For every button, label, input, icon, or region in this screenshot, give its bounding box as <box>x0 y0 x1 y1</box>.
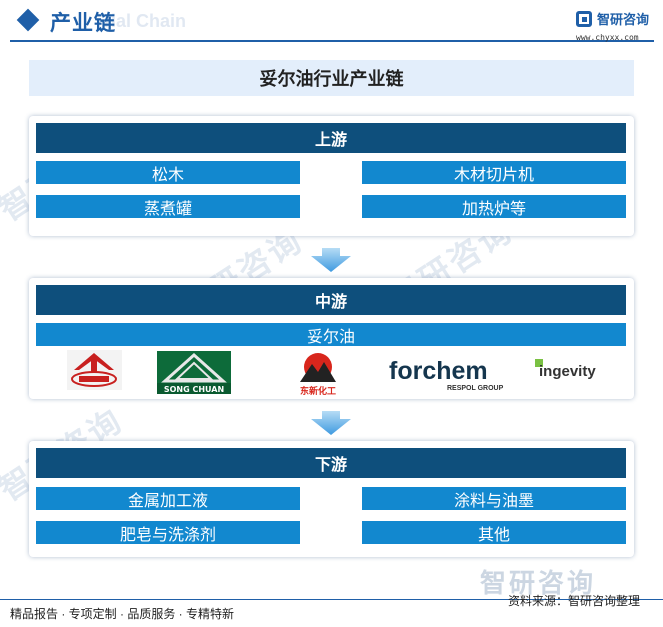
red-sun-mountain-logo: 东新化工 <box>300 353 336 396</box>
midstream-panel: 中游 妥尔油 SONG CHUAN 东新化工 forchem RESPOL GR… <box>29 278 634 399</box>
diagram-title: 妥尔油行业产业链 <box>29 60 634 96</box>
diamond-icon <box>16 8 40 32</box>
downstream-item: 涂料与油墨 <box>362 487 626 510</box>
brand-name: 智研咨询 <box>597 12 650 27</box>
upstream-item: 松木 <box>36 161 300 184</box>
source-note: 资料来源：智研咨询整理 <box>508 594 641 608</box>
downstream-item: 肥皂与洗涤剂 <box>36 521 300 544</box>
company-name: ingevity <box>539 363 596 380</box>
midstream-product: 妥尔油 <box>36 323 626 346</box>
upstream-item: 加热炉等 <box>362 195 626 218</box>
page-title: 产业链 <box>50 12 116 35</box>
green-mountain-logo: SONG CHUAN <box>157 351 231 394</box>
ingevity-wordmark: ingevity <box>535 359 625 389</box>
upstream-panel: 上游 松木 木材切片机 蒸煮罐 加热炉等 <box>29 116 634 236</box>
down-arrow-icon <box>311 411 351 435</box>
green-square-icon <box>535 359 543 367</box>
midstream-header: 中游 <box>36 285 626 315</box>
downstream-header: 下游 <box>36 448 626 478</box>
downstream-panel: 下游 金属加工液 涂料与油墨 肥皂与洗涤剂 其他 <box>29 441 634 557</box>
red-roof-company-logo <box>67 350 122 390</box>
footer-divider <box>0 599 663 600</box>
company-name: 东新化工 <box>300 385 336 396</box>
company-subtitle: RESPOL GROUP <box>447 385 504 392</box>
downstream-item: 其他 <box>362 521 626 544</box>
footer-watermark: 智研咨询 <box>480 568 597 598</box>
upstream-item: 蒸煮罐 <box>36 195 300 218</box>
company-name: SONG CHUAN <box>164 385 224 394</box>
downstream-item: 金属加工液 <box>36 487 300 510</box>
header-ghost-text: rial Chain <box>104 11 187 31</box>
upstream-item: 木材切片机 <box>362 161 626 184</box>
header-divider <box>10 40 654 42</box>
brand-logo: 智研咨询 www.chyxx.com <box>576 8 656 42</box>
page-header: rial Chain 产业链 智研咨询 www.chyxx.com <box>0 0 663 48</box>
down-arrow-icon <box>311 248 351 272</box>
upstream-header: 上游 <box>36 123 626 153</box>
company-name: forchem <box>389 357 488 385</box>
brand-url: www.chyxx.com <box>576 33 639 42</box>
forchem-wordmark: forchem RESPOL GROUP <box>389 357 509 397</box>
footer-tagline: 精品报告 · 专项定制 · 品质服务 · 专精特新 <box>10 607 234 621</box>
brand-mark-icon <box>576 11 592 27</box>
